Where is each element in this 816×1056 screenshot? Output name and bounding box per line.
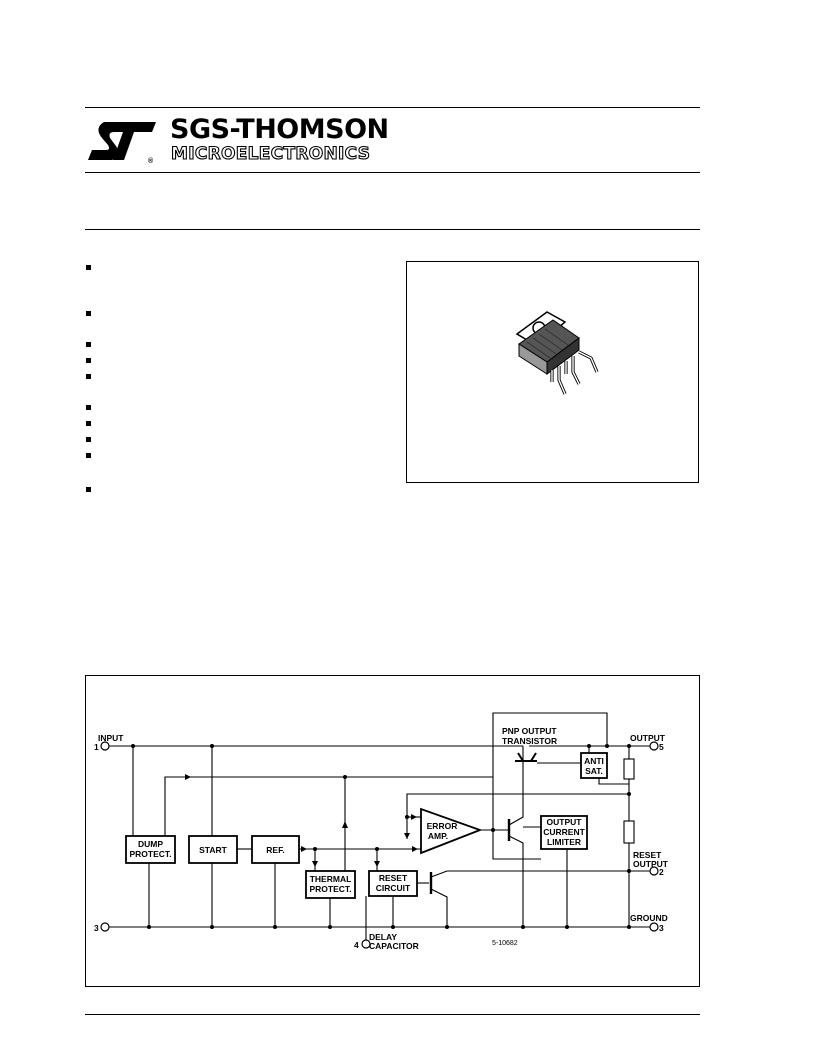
thermal-label-2: PROTECT. xyxy=(309,884,351,894)
error-label-2: AMP. xyxy=(428,831,448,841)
ref-block xyxy=(251,835,300,864)
antisat-label-1: ANTI xyxy=(584,756,604,766)
anti-sat-block xyxy=(580,752,608,779)
start-block xyxy=(188,835,238,864)
limiter-label-3: LIMITER xyxy=(547,837,581,847)
limiter-label-2: CURRENT xyxy=(543,827,585,837)
block-diagram: DUMP PROTECT. START REF. THERMAL PROTECT… xyxy=(94,712,669,951)
title-rule xyxy=(85,229,700,230)
header-bottom-rule xyxy=(85,172,700,173)
pin-4-label: 4 xyxy=(354,940,359,950)
thermal-protect-block xyxy=(305,870,356,899)
feature-bullet xyxy=(86,405,91,410)
pin-3-left-label: 3 xyxy=(94,923,99,933)
package-image-box xyxy=(406,261,699,483)
output-current-limiter-block xyxy=(540,815,588,850)
input-label: INPUT xyxy=(98,733,124,743)
reset-label-1: RESET xyxy=(379,873,408,883)
error-label-1: ERROR xyxy=(427,821,458,831)
feature-bullet xyxy=(86,487,91,492)
block-diagram-box: DUMP PROTECT. START REF. THERMAL PROTECT… xyxy=(85,675,700,987)
feature-bullet xyxy=(86,374,91,379)
output-label: OUTPUT xyxy=(630,733,666,743)
feature-bullet xyxy=(86,358,91,363)
st-logo-icon: ® xyxy=(88,122,156,164)
reset-label-2: CIRCUIT xyxy=(376,883,411,893)
pnp-label-1: PNP OUTPUT xyxy=(502,726,557,736)
delay-label-1: DELAY xyxy=(369,932,397,942)
thermal-label-1: THERMAL xyxy=(310,874,352,884)
dump-protect-block xyxy=(125,835,176,864)
feature-bullet xyxy=(86,421,91,426)
reset-circuit-block xyxy=(368,870,418,897)
dump-label-1: DUMP xyxy=(138,839,163,849)
reset-output-label-2: OUTPUT xyxy=(633,859,669,869)
feature-bullet xyxy=(86,311,91,316)
pin-5-label: 5 xyxy=(659,742,664,752)
top-rule xyxy=(85,107,700,108)
error-amp-block xyxy=(420,807,483,855)
feature-bullet xyxy=(86,342,91,347)
delay-label-2: CAPACITOR xyxy=(369,941,419,951)
pin-3-right-label: 3 xyxy=(659,923,664,933)
start-label: START xyxy=(199,845,228,855)
feature-bullet xyxy=(86,437,91,442)
pnp-label-2: TRANSISTOR xyxy=(502,736,557,746)
limiter-label-1: OUTPUT xyxy=(547,817,583,827)
ref-label: REF. xyxy=(266,845,284,855)
figure-code: 5-10682 xyxy=(492,940,518,947)
feature-bullet xyxy=(86,265,91,270)
reset-output-label-1: RESET xyxy=(633,850,662,860)
feature-bullet xyxy=(86,453,91,458)
registered-mark: ® xyxy=(148,157,154,164)
company-name: SGS-THOMSON xyxy=(170,114,389,145)
footer-rule xyxy=(85,1014,700,1015)
antisat-label-2: SAT. xyxy=(585,766,603,776)
pin-1-label: 1 xyxy=(94,742,99,752)
company-division: MICROELECTRONICS xyxy=(170,143,371,164)
pin-2-label: 2 xyxy=(659,867,664,877)
package-illustration xyxy=(515,311,599,395)
dump-label-2: PROTECT. xyxy=(129,849,171,859)
ground-label: GROUND xyxy=(630,913,668,923)
